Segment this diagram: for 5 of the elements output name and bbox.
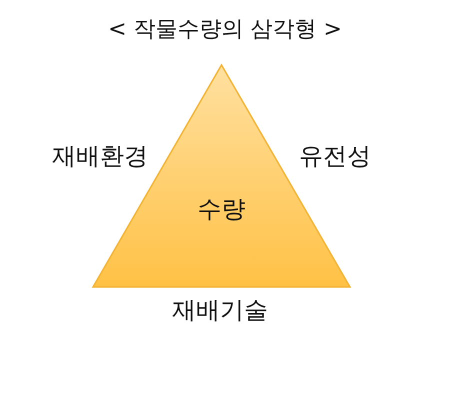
side-label: 재배기술 [171,295,269,326]
diagram-title: < 작물수량의 삼각형 > [107,16,343,44]
node-label: 수량 [196,194,246,225]
side-label: 유전성 [298,141,372,172]
side-label: 재배환경 [51,141,149,172]
